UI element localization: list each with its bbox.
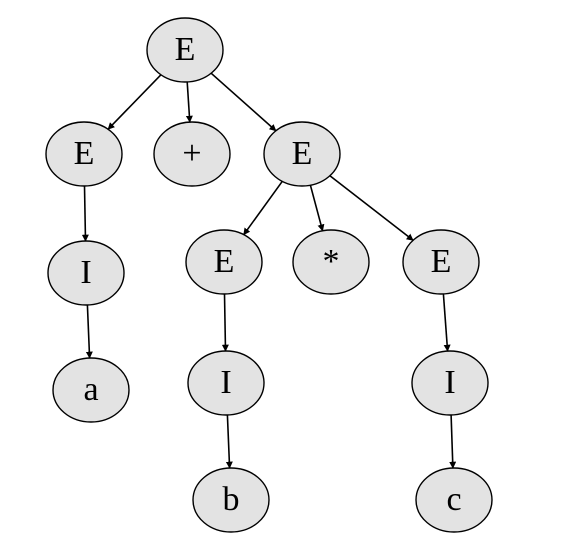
tree-node-plus: + (153, 121, 231, 187)
node-label: E (431, 243, 452, 280)
edge-far_i-to-leaf_c (449, 414, 457, 469)
node-label: b (223, 481, 240, 518)
node-label: E (214, 243, 235, 280)
node-ellipse (153, 121, 231, 187)
edge-right_e-to-times (309, 184, 325, 232)
node-label: + (182, 135, 201, 172)
edges (81, 72, 457, 469)
tree-node-leaf-a: a (52, 357, 130, 423)
node-ellipse (292, 229, 370, 295)
node-ellipse (185, 229, 263, 295)
edge-root_e-to-right_e (210, 72, 277, 132)
tree-node-far-i: I (411, 350, 489, 416)
edge-left_e-to-left_i (81, 185, 89, 242)
tree-node-left-i: I (47, 240, 125, 306)
tree-node-far-e: E (402, 229, 480, 295)
node-ellipse (192, 467, 270, 533)
node-label: E (292, 135, 313, 172)
tree-node-mid-i: I (187, 350, 265, 416)
tree-node-right-e: E (263, 121, 341, 187)
node-label: I (444, 364, 455, 401)
node-ellipse (402, 229, 480, 295)
node-ellipse (415, 467, 493, 533)
tree-node-leaf-c: c (415, 467, 493, 533)
node-ellipse (52, 357, 130, 423)
node-label: c (446, 481, 461, 518)
tree-node-leaf-b: b (192, 467, 270, 533)
nodes: E E + E Ia E * E Ib Ic (45, 17, 493, 533)
tree-node-root-e: E (146, 17, 224, 83)
edge-far_e-to-far_i (442, 293, 451, 352)
tree-node-left-e: E (45, 121, 123, 187)
tree-node-mid-e: E (185, 229, 263, 295)
edge-root_e-to-left_e (107, 74, 162, 130)
node-ellipse (263, 121, 341, 187)
node-ellipse (146, 17, 224, 83)
node-label: E (175, 31, 196, 68)
tree-node-times: * (292, 229, 370, 295)
node-label: I (80, 254, 91, 291)
node-label: * (323, 243, 340, 280)
edge-right_e-to-far_e (329, 175, 414, 241)
node-ellipse (45, 121, 123, 187)
node-label: I (220, 364, 231, 401)
edge-right_e-to-mid_e (243, 180, 283, 236)
node-ellipse (47, 240, 125, 306)
edge-mid_i-to-leaf_b (225, 414, 233, 469)
node-label: E (74, 135, 95, 172)
edge-mid_e-to-mid_i (221, 293, 229, 352)
edge-root_e-to-plus (185, 81, 193, 123)
node-label: a (83, 371, 98, 408)
edge-left_i-to-leaf_a (85, 304, 93, 359)
node-ellipse (187, 350, 265, 416)
node-ellipse (411, 350, 489, 416)
